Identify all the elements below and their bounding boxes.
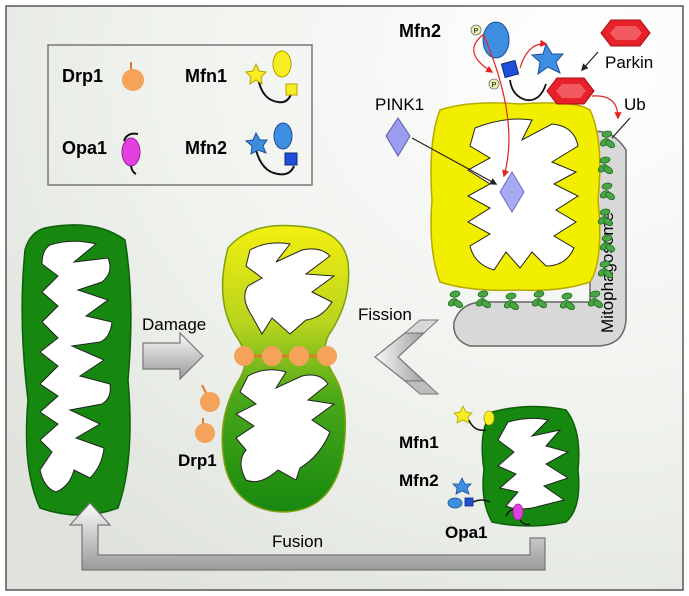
drp1-legend-icon: [122, 62, 144, 91]
free-drp1: Drp1: [178, 384, 220, 470]
fusion-label: Fusion: [272, 532, 323, 551]
drp1-ring: [234, 346, 337, 366]
mitophagy-panel: Mitophagosome Ub PINK1 Mfn2: [375, 19, 653, 347]
ub-label: Ub: [624, 95, 646, 114]
opa1-legend-icon: [121, 132, 141, 175]
mfn2-top-label: Mfn2: [399, 21, 441, 41]
damage-arrow: Damage: [142, 315, 206, 381]
legend-opa1-label: Opa1: [62, 138, 107, 158]
drp1-label: Drp1: [178, 451, 217, 470]
fission-arrow: Fission: [358, 305, 440, 395]
damage-label: Damage: [142, 315, 206, 334]
phospho-p1: P: [474, 28, 479, 35]
mfn2-label: Mfn2: [399, 471, 439, 490]
small-opa1-icon: [505, 503, 531, 526]
mfn1-label: Mfn1: [399, 433, 439, 452]
legend-box: Drp1 Mfn1 Opa1 Mfn2: [47, 44, 313, 186]
legend-drp1-label: Drp1: [62, 66, 103, 86]
small-mfn1-icon: [453, 405, 495, 432]
dividing-mitochondrion: [221, 224, 350, 513]
pink1-label: PINK1: [375, 95, 424, 114]
healthy-mitochondrion: [21, 224, 132, 516]
fusion-arrow: Fusion: [68, 502, 546, 571]
pink1-inside-icon: [499, 171, 525, 213]
fission-label: Fission: [358, 305, 412, 324]
parkin-icon: [600, 19, 651, 47]
phospho-p2: P: [492, 82, 497, 89]
legend-mfn2-label: Mfn2: [185, 138, 227, 158]
parkin-bound-icon: [546, 77, 595, 105]
legend-mfn1-label: Mfn1: [185, 66, 227, 86]
parkin-label: Parkin: [605, 53, 653, 72]
mfn1-legend-icon: [244, 50, 298, 104]
small-mitochondrion: Mfn1 Mfn2 Opa1: [399, 405, 580, 542]
opa1-label: Opa1: [445, 523, 488, 542]
mfn2-legend-icon: [244, 122, 298, 176]
small-mfn2-icon: [447, 477, 491, 509]
pink1-icon: [385, 117, 411, 157]
